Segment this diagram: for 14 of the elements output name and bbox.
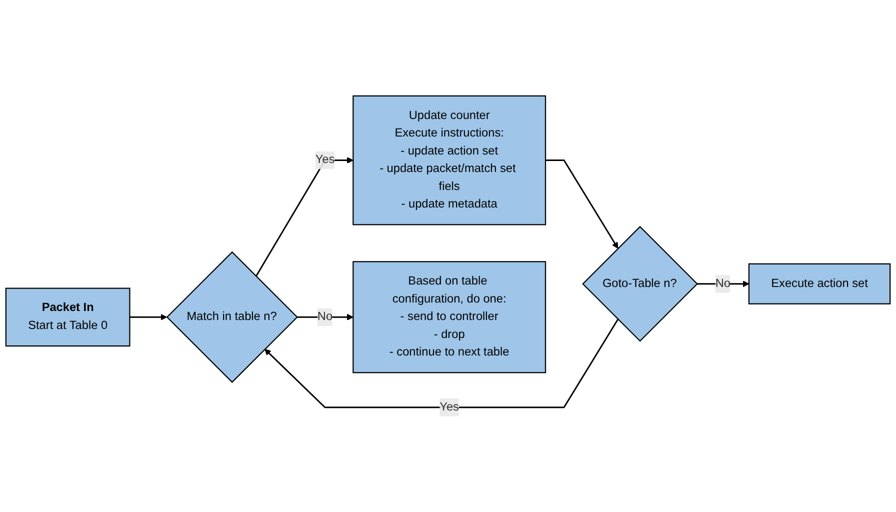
edge-label: Yes (440, 400, 459, 414)
node-box: Packet In Start at Table 0 (5, 288, 130, 346)
edge-label: No (317, 310, 333, 323)
node-box: Update counter Execute instructions: - update action set - update packet/match set fiels - update metadata (352, 95, 546, 226)
arrow (130, 314, 167, 320)
node-diamond: Goto-Table n? (582, 226, 698, 342)
arrow (255, 156, 354, 277)
node-box: Based on table configuration, do one: - send to controller - drop - continue to next table (352, 260, 546, 374)
edge-label: Yes (315, 154, 335, 166)
node-box: Execute action set (748, 263, 891, 304)
arrow (264, 318, 619, 408)
edge-label: No (715, 277, 730, 290)
arrow (546, 159, 618, 249)
node-diamond: Match in table n? (166, 251, 298, 383)
